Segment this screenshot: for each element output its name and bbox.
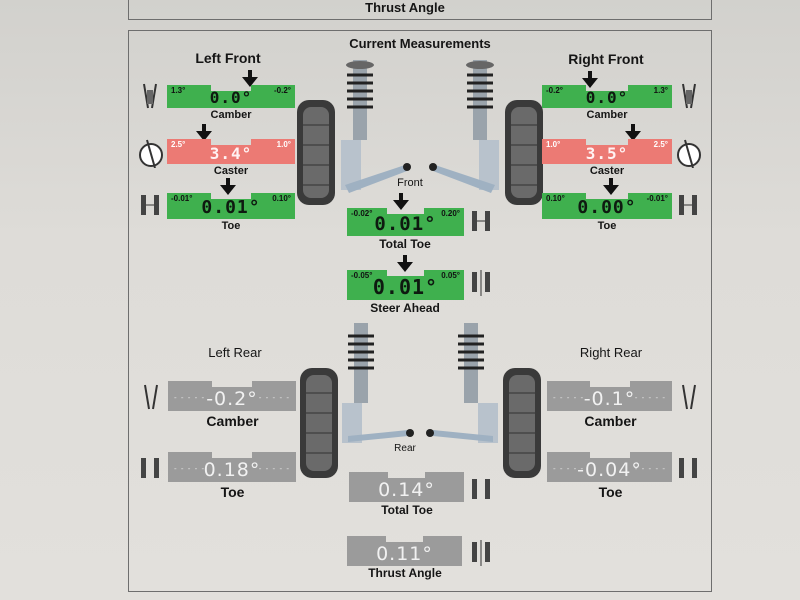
left-rear-camber-value: -0.2° bbox=[206, 388, 258, 410]
front-total-toe-value: 0.01° bbox=[374, 213, 437, 235]
left-front-camber-value: 0.0° bbox=[209, 88, 253, 107]
right-rear-camber-meter: - - - - -- - - - - -0.1° bbox=[547, 381, 672, 411]
left-front-camber-label: Camber bbox=[210, 109, 252, 121]
thrust-angle-label: Thrust Angle bbox=[368, 566, 442, 580]
left-rear-camber-label: Camber bbox=[206, 413, 259, 429]
left-rear-toe-meter: - - - - -- - - - - 0.18° bbox=[168, 452, 296, 482]
rear-axle-label: Rear bbox=[394, 443, 416, 454]
right-rear-toe-label: Toe bbox=[598, 484, 623, 500]
right-front-toe-min: 0.10° bbox=[546, 194, 565, 203]
right-rear-title: Right Rear bbox=[579, 345, 643, 360]
front-total-toe-min: -0.02° bbox=[351, 209, 373, 218]
left-front-toe-arrow bbox=[220, 178, 236, 195]
steer-ahead-min: -0.05° bbox=[351, 271, 373, 280]
section-title: Current Measurements bbox=[349, 36, 491, 51]
left-rear-toe-value: 0.18° bbox=[203, 459, 261, 481]
right-front-camber-label: Camber bbox=[586, 109, 628, 121]
toe-icon-left-front bbox=[141, 195, 159, 215]
left-front-toe-max: 0.10° bbox=[272, 194, 291, 203]
rear-total-toe-label: Total Toe bbox=[381, 503, 433, 517]
left-front-camber-arrow bbox=[242, 70, 258, 87]
caster-icon-right-front bbox=[677, 139, 701, 168]
right-front-toe-max: -0.01° bbox=[646, 194, 668, 203]
steer-ahead-meter: -0.05° 0.05° 0.01° bbox=[347, 270, 464, 300]
front-axle-label: Front bbox=[397, 177, 423, 189]
left-rear-title: Left Rear bbox=[208, 345, 262, 360]
right-front-caster-arrow bbox=[625, 124, 641, 141]
camber-icon-right-rear bbox=[682, 384, 696, 410]
right-rear-camber-value: -0.1° bbox=[583, 388, 636, 410]
left-front-caster-value: 3.4° bbox=[209, 144, 253, 163]
left-front-caster-min: 2.5° bbox=[171, 140, 186, 149]
left-rear-toe-label: Toe bbox=[220, 484, 245, 500]
caster-icon-left-front bbox=[139, 139, 163, 168]
right-front-toe-value: 0.00° bbox=[577, 197, 637, 218]
left-front-toe-label: Toe bbox=[221, 220, 241, 232]
camber-icon-left-front bbox=[143, 83, 157, 109]
thrust-angle-icon bbox=[472, 540, 490, 566]
steer-ahead-max: 0.05° bbox=[441, 271, 460, 280]
steer-ahead-icon bbox=[472, 270, 490, 296]
toe-icon-right-front bbox=[679, 195, 697, 215]
thrust-angle-meter: 0.11° bbox=[347, 536, 462, 566]
left-front-toe-min: -0.01° bbox=[171, 194, 193, 203]
front-total-toe-meter: -0.02° 0.20° 0.01° bbox=[347, 208, 464, 236]
rear-total-toe-meter: 0.14° bbox=[349, 472, 464, 502]
left-front-title: Left Front bbox=[195, 50, 261, 66]
right-rear-toe-meter: - - - - -- - - - - -0.04° bbox=[547, 452, 672, 482]
steer-ahead-arrow bbox=[397, 255, 413, 272]
left-front-camber-meter: 1.3° -0.2° 0.0° bbox=[167, 85, 295, 108]
left-front-toe-meter: -0.01° 0.10° 0.01° bbox=[167, 193, 295, 219]
right-front-caster-min: 1.0° bbox=[546, 140, 561, 149]
total-toe-icon-front bbox=[472, 211, 490, 231]
left-front-camber-max: -0.2° bbox=[274, 86, 291, 95]
previous-section-box bbox=[128, 0, 712, 20]
current-measurements-box bbox=[128, 30, 712, 592]
right-front-camber-meter: -0.2° 1.3° 0.0° bbox=[542, 85, 672, 108]
right-rear-camber-label: Camber bbox=[584, 413, 637, 429]
left-rear-camber-meter: - - - - -- - - - - -0.2° bbox=[168, 381, 296, 411]
rear-suspension-illustration bbox=[300, 323, 541, 478]
right-front-camber-value: 0.0° bbox=[585, 88, 629, 107]
total-toe-icon-rear bbox=[472, 479, 490, 499]
right-front-caster-value: 3.5° bbox=[585, 144, 629, 163]
right-front-caster-label: Caster bbox=[589, 165, 625, 177]
front-total-toe-label: Total Toe bbox=[379, 237, 431, 251]
right-rear-toe-value: -0.04° bbox=[577, 459, 642, 481]
thrust-angle-value: 0.11° bbox=[376, 543, 433, 565]
front-total-toe-max: 0.20° bbox=[441, 209, 460, 218]
right-front-camber-max: 1.3° bbox=[653, 86, 668, 95]
right-front-toe-meter: 0.10° -0.01° 0.00° bbox=[542, 193, 672, 219]
left-front-toe-value: 0.01° bbox=[201, 197, 261, 218]
rear-total-toe-value: 0.14° bbox=[378, 479, 435, 501]
right-front-caster-max: 2.5° bbox=[653, 140, 668, 149]
right-front-toe-label: Toe bbox=[597, 220, 617, 232]
toe-icon-right-rear bbox=[679, 458, 697, 478]
camber-icon-left-rear bbox=[144, 384, 158, 410]
previous-thrust-angle-label: Thrust Angle bbox=[365, 0, 445, 15]
left-front-caster-meter: 2.5° 1.0° 3.4° bbox=[167, 139, 295, 164]
toe-icon-left-rear bbox=[141, 458, 159, 478]
right-front-title: Right Front bbox=[568, 51, 644, 67]
camber-icon-right-front bbox=[682, 83, 696, 109]
right-front-toe-arrow bbox=[603, 178, 619, 195]
left-front-camber-min: 1.3° bbox=[171, 86, 186, 95]
steer-ahead-value: 0.01° bbox=[372, 275, 439, 299]
right-front-camber-min: -0.2° bbox=[546, 86, 563, 95]
left-front-caster-label: Caster bbox=[213, 165, 249, 177]
front-total-toe-arrow bbox=[393, 193, 409, 210]
left-front-caster-arrow bbox=[196, 124, 212, 141]
right-front-caster-meter: 1.0° 2.5° 3.5° bbox=[542, 139, 672, 164]
front-suspension-illustration bbox=[297, 60, 543, 205]
left-front-caster-max: 1.0° bbox=[276, 140, 291, 149]
right-front-camber-arrow bbox=[582, 71, 598, 88]
steer-ahead-label: Steer Ahead bbox=[370, 301, 440, 315]
